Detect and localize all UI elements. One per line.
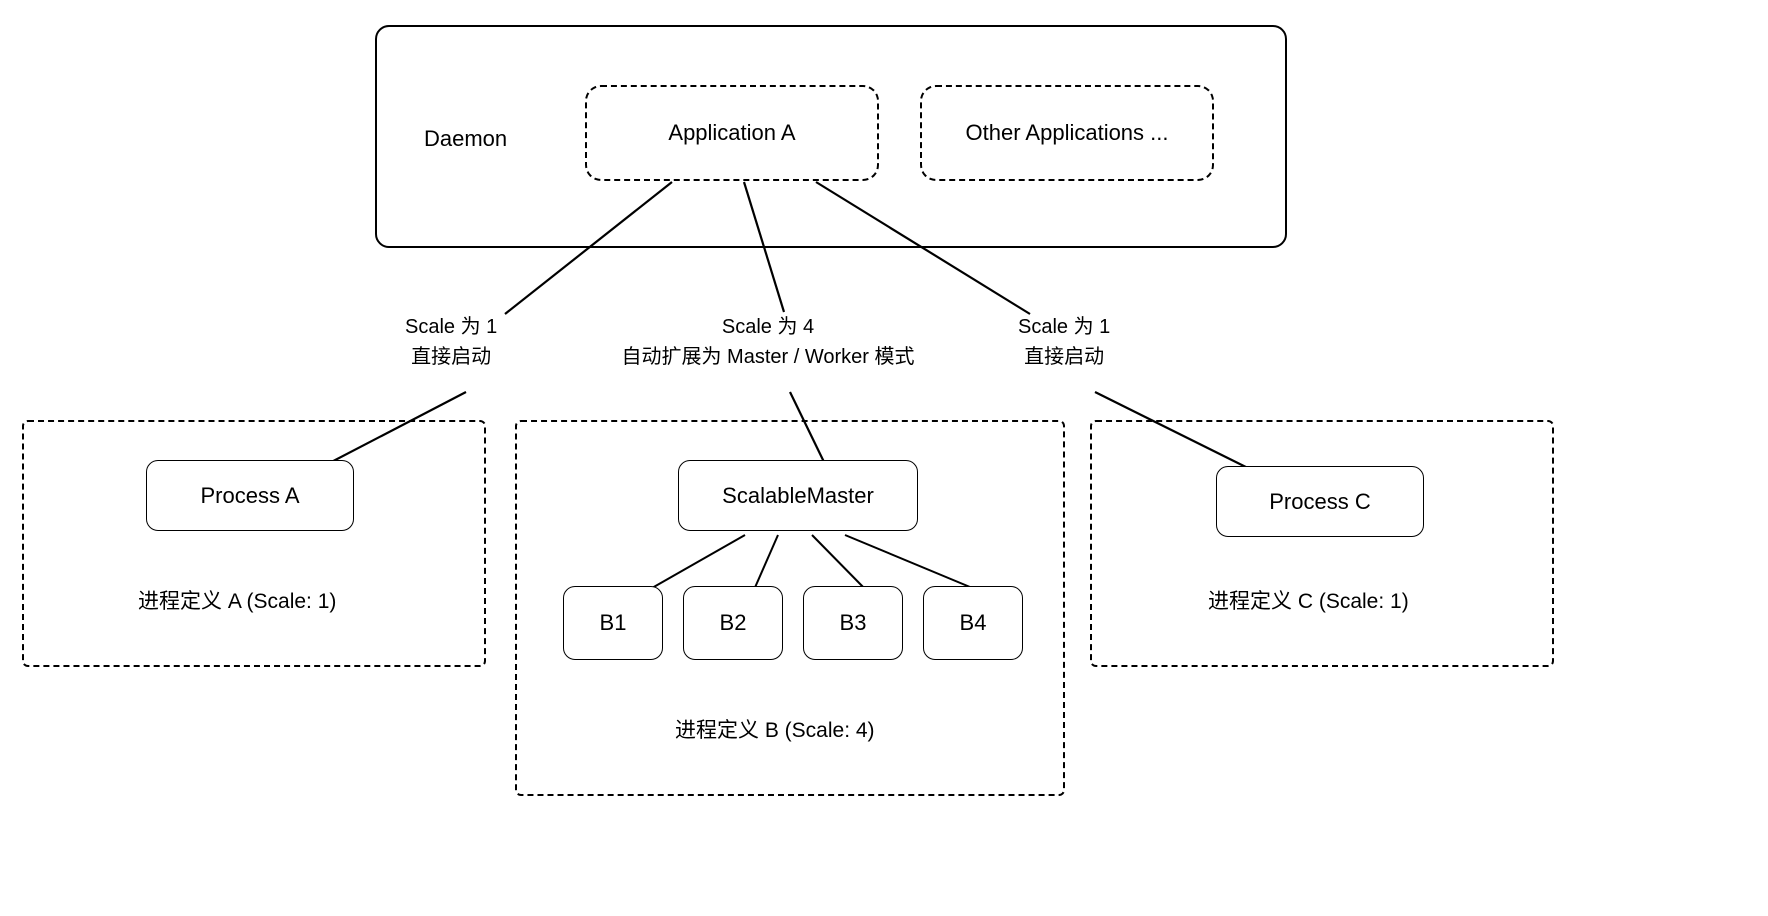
process-a-label: Process A	[200, 482, 300, 508]
worker-b2-label: B2	[719, 610, 747, 635]
edge-label-scale-a: Scale 为 1 直接启动	[405, 312, 497, 372]
process-a-node[interactable]: Process A	[146, 460, 354, 531]
edge-label-c-line1: Scale 为 1	[1018, 316, 1111, 338]
worker-b4-label: B4	[959, 610, 987, 635]
process-group-a-caption: 进程定义 A (Scale: 1)	[138, 590, 337, 613]
other-applications-box[interactable]: Other Applications ...	[920, 85, 1214, 181]
application-a-label: Application A	[668, 120, 796, 145]
edge-label-scale-b: Scale 为 4 自动扩展为 Master / Worker 模式	[600, 312, 936, 372]
process-group-c	[1090, 420, 1554, 667]
worker-b1-label: B1	[599, 610, 627, 635]
worker-b3-node[interactable]: B3	[803, 586, 903, 660]
worker-b3-label: B3	[839, 610, 867, 635]
edge-label-b-line2: 自动扩展为 Master / Worker 模式	[621, 346, 915, 368]
scalable-master-label: ScalableMaster	[722, 482, 874, 508]
worker-b1-node[interactable]: B1	[563, 586, 663, 660]
process-group-c-caption: 进程定义 C (Scale: 1)	[1208, 590, 1409, 613]
edge-label-a-line1: Scale 为 1	[405, 316, 498, 338]
process-c-label: Process C	[1269, 488, 1371, 514]
edge-label-scale-c: Scale 为 1 直接启动	[1018, 312, 1110, 372]
edge-label-c-line2: 直接启动	[1024, 346, 1105, 368]
process-group-b-caption: 进程定义 B (Scale: 4)	[675, 719, 875, 742]
edge-label-a-line2: 直接启动	[411, 346, 492, 368]
process-c-node[interactable]: Process C	[1216, 466, 1424, 537]
worker-b4-node[interactable]: B4	[923, 586, 1023, 660]
worker-b2-node[interactable]: B2	[683, 586, 783, 660]
other-applications-label: Other Applications ...	[965, 120, 1169, 145]
process-group-a	[22, 420, 486, 667]
application-a-box[interactable]: Application A	[585, 85, 879, 181]
process-group-b	[515, 420, 1065, 796]
daemon-label: Daemon	[424, 126, 508, 151]
edge-label-b-line1: Scale 为 4	[721, 316, 815, 338]
scalable-master-node[interactable]: ScalableMaster	[678, 460, 918, 531]
daemon-container	[375, 25, 1287, 248]
